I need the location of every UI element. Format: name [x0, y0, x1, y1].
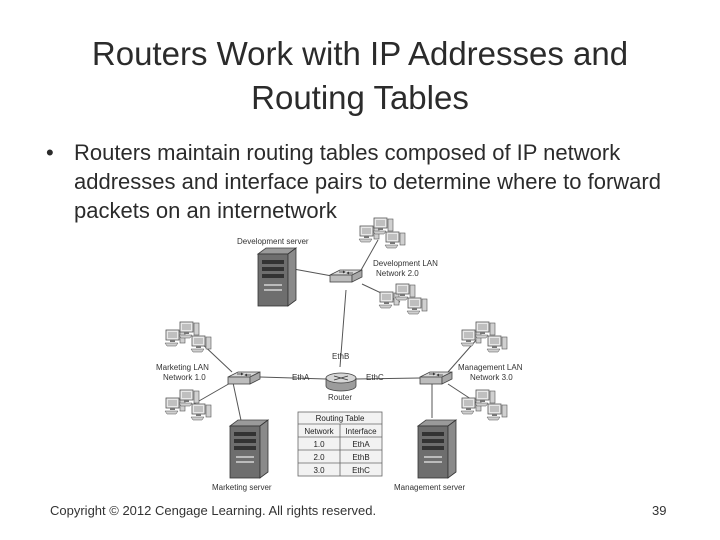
title-line-2: Routing Tables [251, 79, 469, 116]
development-switch-icon [329, 269, 363, 283]
development-server-label: Development server [237, 237, 309, 246]
development-network-label: Network 2.0 [376, 269, 419, 278]
routing-table-cell: 2.0 [313, 453, 325, 462]
marketing-server-label: Marketing server [212, 483, 272, 492]
routing-table-title: Routing Table [316, 414, 365, 423]
development-lan-label: Development LAN [373, 259, 438, 268]
routing-table [297, 411, 383, 477]
marketing-server-icon [229, 419, 269, 479]
marketing-lan-label: Marketing LAN [156, 363, 209, 372]
routing-table-header-network: Network [304, 427, 334, 436]
routing-table-cell: 1.0 [313, 440, 325, 449]
eth-b-label: EthB [332, 352, 349, 361]
eth-c-label: EthC [366, 373, 384, 382]
router-icon [325, 372, 357, 392]
routing-table-cell: EthC [352, 466, 370, 475]
router-label: Router [328, 393, 352, 402]
eth-a-label: EthA [292, 373, 310, 382]
routing-table-cell: EthA [352, 440, 370, 449]
bullet-symbol: • [46, 140, 54, 165]
page-number: 39 [652, 503, 667, 518]
management-server-label: Management server [394, 483, 465, 492]
title-line-1: Routers Work with IP Addresses and [91, 35, 629, 72]
copyright-footer: Copyright © 2012 Cengage Learning. All r… [50, 503, 377, 518]
routing-table-header-interface: Interface [345, 427, 377, 436]
bullet-text: Routers maintain routing tables composed… [74, 140, 661, 223]
slide-title: Routers Work with IP Addresses and Routi… [30, 32, 690, 120]
routing-table-cell: EthB [352, 453, 369, 462]
management-lan-label: Management LAN [458, 363, 523, 372]
routing-table-cell: 3.0 [313, 466, 325, 475]
development-server-icon [257, 247, 297, 307]
marketing-switch-icon [227, 371, 261, 385]
marketing-network-label: Network 1.0 [163, 373, 206, 382]
management-network-label: Network 3.0 [470, 373, 513, 382]
management-switch-icon [419, 371, 453, 385]
management-server-icon [417, 419, 457, 479]
